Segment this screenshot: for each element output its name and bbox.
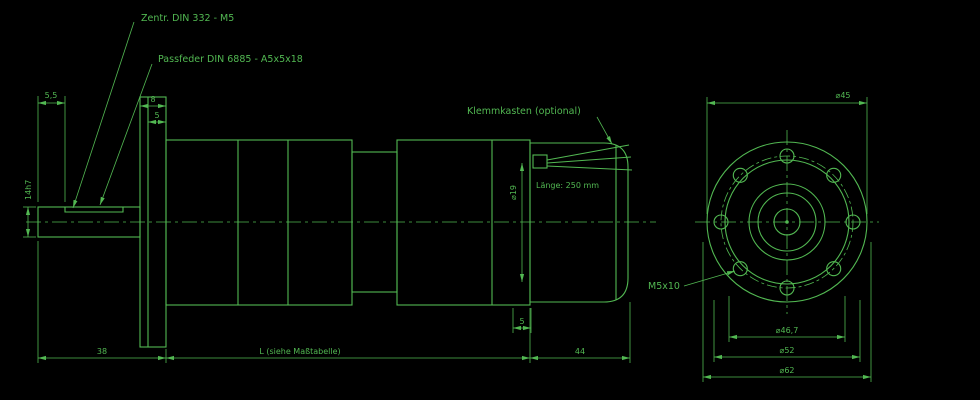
bolt-hole [826, 261, 842, 277]
bolt-hole [713, 214, 729, 230]
cable-gland [532, 154, 548, 169]
dim-text-d45: ⌀45 [836, 91, 851, 100]
label-m5x10: M5x10 [648, 281, 680, 292]
motor [396, 139, 629, 306]
cable-wire-1 [546, 144, 630, 161]
dim-text-14h7: 14h7 [24, 180, 33, 200]
dim-text-5-5: 5,5 [45, 91, 58, 100]
text-annotations: Zentr. DIN 332 - M5 Passfeder DIN 6885 -… [24, 13, 851, 375]
bolt-hole [845, 214, 861, 230]
dim-5b [512, 308, 532, 333]
bolt-hole [826, 167, 842, 183]
dim-14h7 [23, 206, 36, 238]
outer-diameter-circle [706, 141, 868, 303]
dim-chain-bottom [37, 241, 631, 363]
leader-zentr [72, 21, 135, 209]
dim-text-d52: ⌀52 [780, 346, 795, 355]
dim-text-5a: 5 [154, 111, 159, 120]
gearbox [165, 139, 398, 306]
cable-wire-2 [546, 156, 632, 164]
leader-m5x10 [683, 270, 736, 287]
dim-text-38: 38 [97, 347, 107, 356]
label-passfeder: Passfeder DIN 6885 - A5x5x18 [158, 54, 303, 65]
cable-wire-3 [546, 165, 633, 171]
dim-text-d62: ⌀62 [780, 366, 795, 375]
bolt-hole [732, 261, 748, 277]
housing-circle [724, 159, 850, 285]
bolt-hole [779, 148, 795, 164]
side-view [26, 96, 656, 348]
bolt-circle [720, 155, 854, 289]
label-klemmkasten: Klemmkasten (optional) [467, 106, 581, 117]
bolt-hole [732, 167, 748, 183]
dim-text-8: 8 [150, 95, 155, 104]
dim-5-5 [37, 96, 66, 202]
center-point [785, 220, 789, 224]
end-cap [529, 142, 629, 303]
bolt-holes [713, 148, 861, 296]
cable-exit [532, 144, 633, 171]
dim-text-d467: ⌀46,7 [776, 326, 799, 335]
bolt-hole [779, 280, 795, 296]
motor-housing [396, 139, 531, 306]
keyway [64, 207, 124, 213]
side-view-dimensions [23, 21, 631, 363]
dim-text-d19: ⌀19 [509, 185, 518, 200]
dim-text-5b: 5 [519, 317, 524, 326]
front-view [683, 97, 879, 382]
pilot-circle [748, 183, 826, 261]
leader-klemmkasten [596, 116, 613, 145]
leader-passfeder [99, 63, 153, 206]
shaft-circle [773, 208, 801, 236]
dim-d52 [713, 300, 861, 362]
dim-text-L: L (siehe Maßtabelle) [259, 347, 340, 356]
dim-d45 [706, 97, 868, 214]
dim-d467 [728, 296, 846, 342]
dim-d62 [702, 242, 872, 382]
dim-text-44: 44 [575, 347, 585, 356]
label-kabel-laenge: Länge: 250 mm [536, 181, 599, 190]
gearbox-housing [165, 139, 353, 306]
label-zentr: Zentr. DIN 332 - M5 [141, 13, 234, 24]
bearing-circle [757, 192, 817, 252]
